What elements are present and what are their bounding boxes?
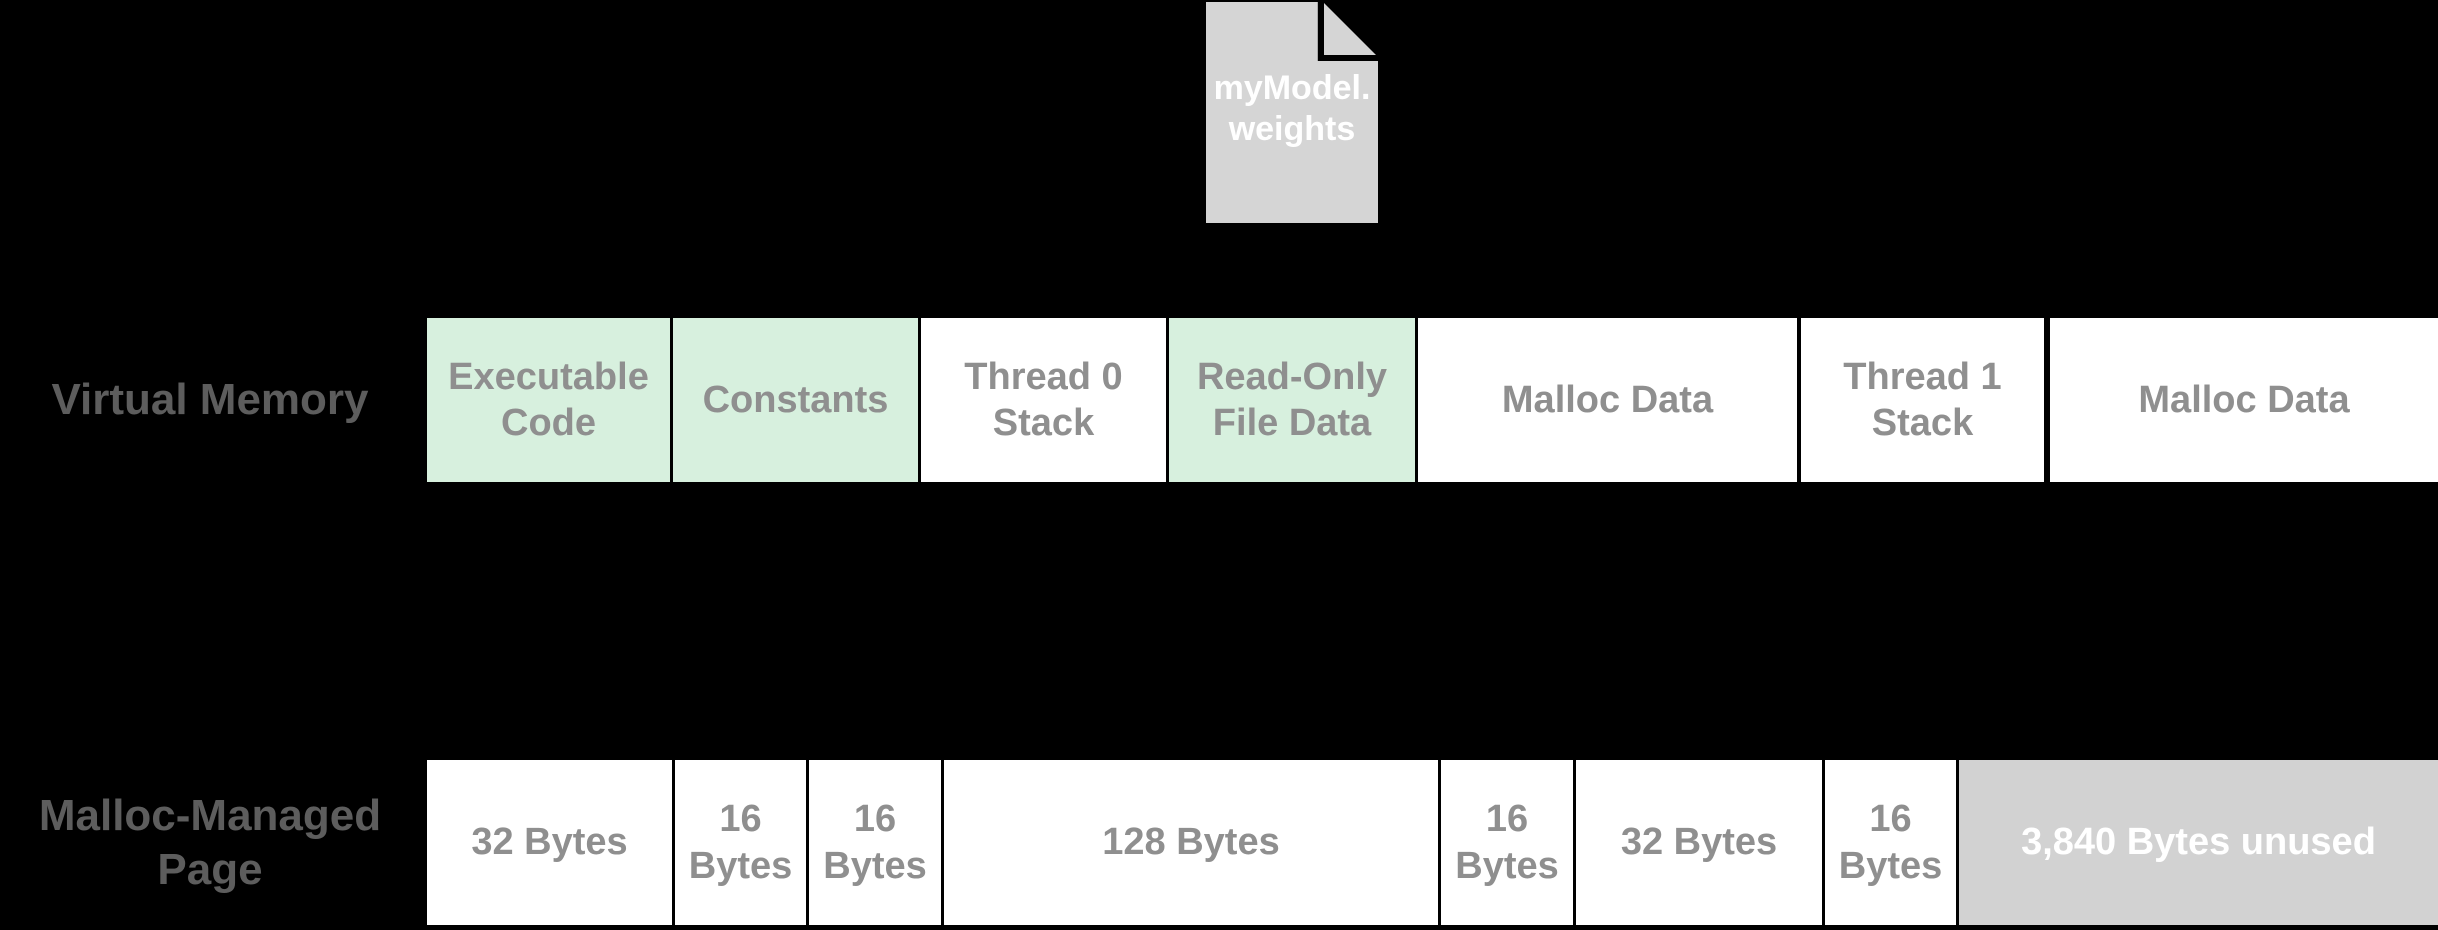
vm-segment-constants: Constants (673, 318, 918, 482)
vm-segment-thread1-stack: Thread 1 Stack (1801, 318, 2044, 482)
page-segment-16-bytes-1: 16 Bytes (675, 760, 806, 925)
weights-file-icon: myModel. weights (1206, 2, 1378, 223)
vm-segment-executable-code: Executable Code (427, 318, 670, 482)
page-segment-16-bytes-4: 16 Bytes (1825, 760, 1956, 925)
vm-segment-malloc-data-2: Malloc Data (2050, 318, 2438, 482)
page-segment-32-bytes-2: 32 Bytes (1576, 760, 1822, 925)
page-segment-16-bytes-3: 16 Bytes (1441, 760, 1573, 925)
vm-segment-readonly-file-data: Read-Only File Data (1169, 318, 1415, 482)
vm-segment-malloc-data-1: Malloc Data (1418, 318, 1797, 482)
folded-corner-icon (1324, 3, 1376, 55)
malloc-page-row-label: Malloc-Managed Page (38, 790, 382, 894)
vm-segment-thread0-stack: Thread 0 Stack (921, 318, 1166, 482)
file-name-line1: myModel. (1213, 69, 1371, 107)
page-segment-unused-bytes: 3,840 Bytes unused (1959, 760, 2438, 925)
virtual-memory-row-label: Virtual Memory (51, 375, 369, 425)
page-segment-32-bytes-1: 32 Bytes (427, 760, 672, 925)
file-name-label: myModel. weights (1206, 68, 1378, 151)
file-name-line2: weights (1228, 110, 1356, 149)
page-segment-16-bytes-2: 16 Bytes (809, 760, 941, 925)
page-segment-128-bytes: 128 Bytes (944, 760, 1438, 925)
